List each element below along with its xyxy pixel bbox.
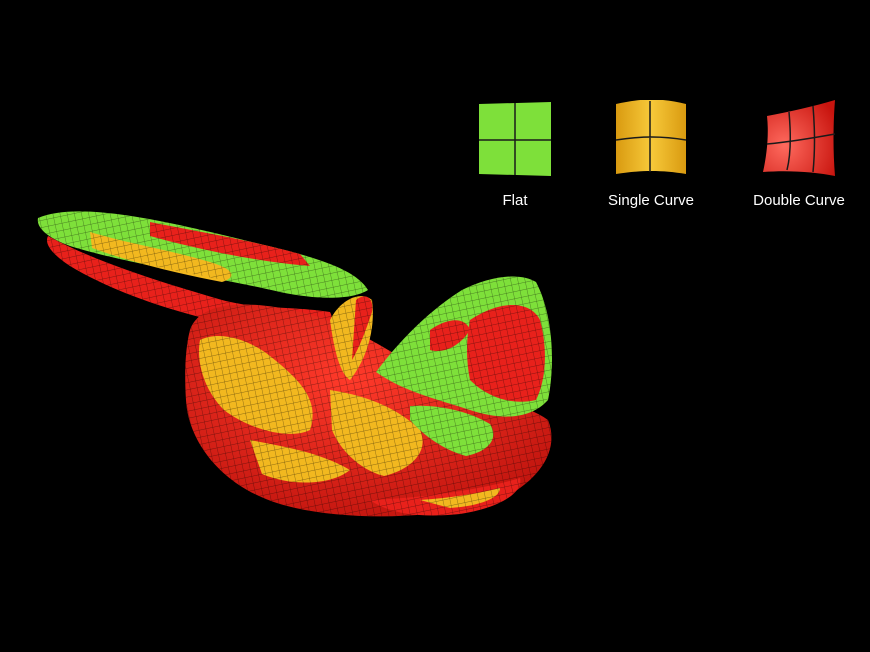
right-wing <box>376 276 552 417</box>
legend-flat: Flat <box>455 100 575 209</box>
double-curve-panel-icon <box>763 100 836 176</box>
main-shell <box>185 304 552 517</box>
flat-panel-icon <box>479 102 551 176</box>
legend-single-curve: Single Curve <box>591 100 711 209</box>
inner-arch <box>330 296 373 380</box>
legend-single-curve-label: Single Curve <box>608 192 694 209</box>
single-curve-panel-icon <box>615 100 687 174</box>
legend-double-curve: Double Curve <box>739 98 859 209</box>
lower-lip <box>370 478 521 516</box>
legend-double-curve-label: Double Curve <box>753 192 845 209</box>
legend-flat-label: Flat <box>502 192 528 209</box>
